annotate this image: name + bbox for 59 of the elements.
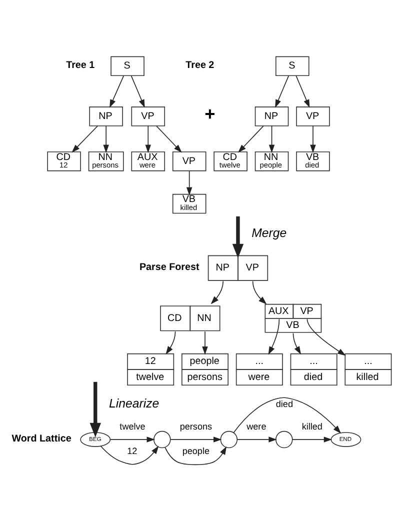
node-circle (220, 430, 238, 448)
arrow (103, 125, 109, 153)
arrow (170, 436, 222, 442)
edge-label: people (182, 446, 210, 456)
node-box: NN people (254, 150, 289, 171)
node-circle (275, 430, 293, 448)
arrow (210, 280, 224, 304)
node-box: NP (89, 106, 123, 126)
node-box: AUX were (131, 150, 166, 171)
node-box: S (275, 56, 310, 76)
node-box: VB killed (172, 193, 206, 214)
node-box: VP (131, 106, 166, 126)
arrow (145, 125, 152, 153)
edge-label: were (246, 420, 266, 431)
node-box: S (110, 56, 144, 76)
arrow (72, 125, 98, 152)
node-box: VB died (296, 150, 330, 171)
label: Tree 2 (186, 59, 214, 70)
label: Tree 1 (66, 59, 95, 70)
arrow (268, 318, 280, 354)
arrow (310, 125, 316, 153)
node-box: VP (172, 150, 206, 171)
arrow (238, 125, 264, 152)
node-box: CD twelve (214, 150, 248, 171)
arrow (292, 332, 302, 354)
edge-label: persons (180, 420, 212, 431)
label: + (204, 104, 216, 124)
arrow (110, 436, 156, 442)
node-box: VP (296, 106, 330, 126)
node-box: NN persons (88, 150, 124, 171)
arrow (100, 445, 159, 464)
arrow (233, 396, 342, 434)
arrow (202, 330, 208, 354)
arrow (292, 436, 332, 442)
edge-label: Linearize (108, 396, 160, 410)
arrow (296, 74, 310, 108)
arrow (130, 74, 145, 108)
arrow (306, 318, 346, 356)
edge-label: killed (302, 420, 322, 431)
arrow (232, 216, 244, 258)
arrow (166, 330, 176, 354)
arrow (275, 74, 290, 108)
arrow (186, 170, 192, 195)
arrow (252, 280, 267, 304)
label: Word Lattice (12, 432, 72, 444)
edge-label: Merge (252, 226, 287, 240)
arrow (164, 446, 227, 465)
arrow (110, 74, 124, 108)
node-box: CD 12 (47, 150, 81, 171)
arrow (268, 125, 275, 153)
arrow (236, 436, 277, 442)
label: Parse Forest (139, 261, 200, 272)
edge-label: died (276, 398, 293, 409)
node-box: NP (254, 106, 289, 126)
arrow (90, 381, 102, 437)
edge-label: twelve (120, 420, 146, 431)
edge-label: 12 (127, 446, 138, 456)
arrow (156, 125, 182, 152)
node-circle (153, 430, 171, 448)
